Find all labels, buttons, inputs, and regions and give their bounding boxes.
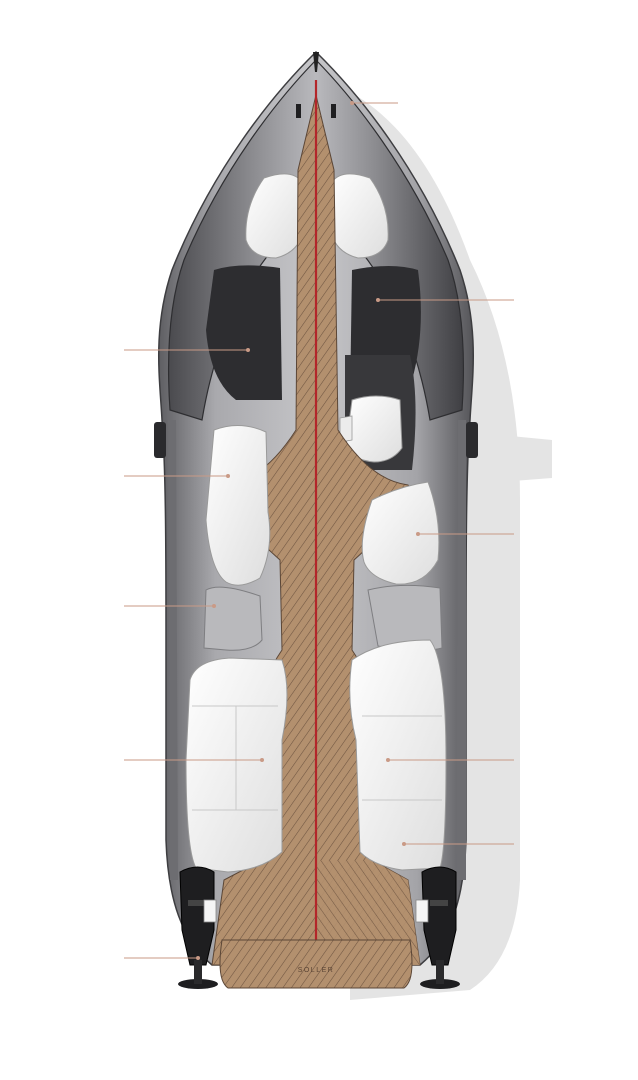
port-cleat xyxy=(154,422,166,458)
starboard-sunbed xyxy=(349,639,447,871)
callout-dot-stern-cushion xyxy=(402,842,406,846)
port-side-panel xyxy=(203,586,263,651)
bow-vent-starboard xyxy=(331,104,336,118)
callout-dot-bow-storage-locker xyxy=(376,298,380,302)
port-hull-rail xyxy=(168,420,178,880)
transom-step-port xyxy=(203,899,217,923)
bow-seat-starboard xyxy=(329,173,389,259)
callout-dot-port-passage xyxy=(212,604,216,608)
motor-shadow-right xyxy=(500,435,552,482)
callout-dot-port-sunbed xyxy=(260,758,264,762)
bow-tip xyxy=(313,52,319,72)
callout-dot-starboard-cushion xyxy=(416,532,420,536)
starboard-hull-rail xyxy=(456,420,466,880)
callout-lines xyxy=(124,102,514,959)
callout-dot-bow-fitting xyxy=(350,101,354,105)
callout-dots xyxy=(196,101,420,960)
starboard-cleat xyxy=(466,422,478,458)
callout-dot-port-outboard-motor xyxy=(196,956,200,960)
callout-dot-starboard-sunbed xyxy=(386,758,390,762)
teak-deck-stern-right xyxy=(316,860,420,965)
starboard-forward-cushion xyxy=(361,481,440,585)
port-bow-well xyxy=(206,265,282,400)
callout-dot-bow-seating-well xyxy=(246,348,250,352)
starboard-outboard-motor xyxy=(420,866,460,989)
port-forward-cushion xyxy=(205,425,271,586)
port-outboard-motor xyxy=(178,866,218,989)
stern-brand-mark: SOLLER xyxy=(298,967,335,974)
bow-seat-port xyxy=(245,173,305,259)
transom-step-starboard xyxy=(415,899,429,923)
bow-vent-port xyxy=(296,104,301,118)
swim-platform xyxy=(219,939,413,989)
callout-dot-port-side-deck xyxy=(226,474,230,478)
